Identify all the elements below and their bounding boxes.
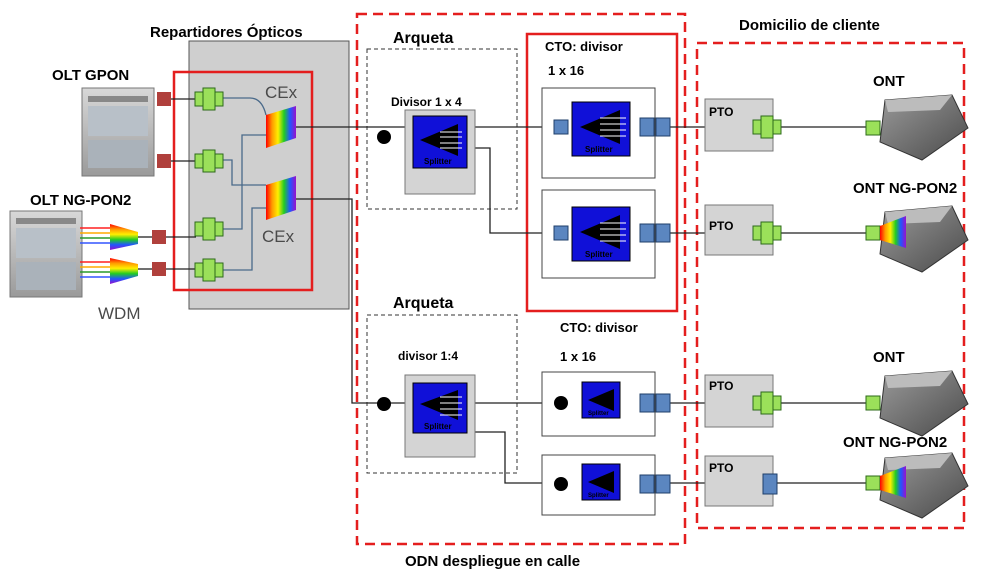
ont-4-label: ONT NG-PON2 bbox=[843, 434, 947, 451]
pto-2: PTO bbox=[704, 204, 782, 256]
ont-4-port bbox=[865, 475, 881, 491]
cto-bottom-splice-1 bbox=[554, 396, 568, 410]
cto-bottom-splice-2 bbox=[554, 477, 568, 491]
splitter-text: Splitter bbox=[585, 145, 613, 154]
wdm-prism-1 bbox=[110, 224, 138, 250]
cex-bottom-label: CEx bbox=[262, 227, 295, 246]
splice-top bbox=[377, 130, 391, 144]
cto-bottom-title: CTO: divisor bbox=[560, 320, 638, 335]
ont-1-port bbox=[865, 120, 881, 136]
ont-3-device bbox=[879, 370, 969, 437]
arqueta-top-title: Arqueta bbox=[393, 30, 454, 47]
splitter-text: Splitter bbox=[424, 157, 452, 166]
pto-4: PTO bbox=[704, 455, 778, 507]
pto-label: PTO bbox=[709, 105, 733, 119]
splitter-text: Splitter bbox=[588, 493, 609, 499]
arqueta-top-box bbox=[366, 48, 518, 210]
splitter-text: Splitter bbox=[588, 411, 609, 417]
olt-ngpon2-label: OLT NG-PON2 bbox=[30, 192, 131, 209]
ont-3-port bbox=[865, 395, 881, 411]
ont-1-label: ONT bbox=[873, 73, 905, 90]
cto-bottom-splitter-1: Splitter bbox=[581, 381, 621, 419]
cto-top-title: CTO: divisor bbox=[545, 39, 623, 54]
divisor-bottom-splitter: Splitter bbox=[412, 382, 468, 434]
pto-3: PTO bbox=[704, 374, 782, 428]
splitter-text: Splitter bbox=[585, 250, 613, 259]
ont-4-wdm-prism bbox=[880, 466, 906, 498]
ngpon2-port-2 bbox=[152, 262, 166, 276]
wdm-prism-2 bbox=[110, 258, 138, 284]
splitter-text: Splitter bbox=[424, 422, 452, 431]
cto-bottom-ratio: 1 x 16 bbox=[560, 349, 596, 364]
domicilio-region bbox=[695, 41, 966, 530]
gpon-port-1 bbox=[157, 92, 171, 106]
cto-bottom-blue-connectors bbox=[639, 393, 671, 494]
adapter-3 bbox=[194, 217, 224, 241]
cto-bottom-splitter-2: Splitter bbox=[581, 463, 621, 501]
pto-label: PTO bbox=[709, 461, 733, 475]
wdm-colored-fibers bbox=[80, 227, 110, 278]
gpon-port-2 bbox=[157, 154, 171, 168]
cto-top-frame bbox=[525, 32, 679, 313]
cto-top-ratio: 1 x 16 bbox=[548, 63, 584, 78]
cex-bottom-prism bbox=[266, 176, 296, 220]
repartidores-title: Repartidores Ópticos bbox=[150, 23, 303, 41]
rack-fibers bbox=[216, 97, 267, 271]
divisor-top-label: Divisor 1 x 4 bbox=[391, 95, 462, 109]
cex-top-label: CEx bbox=[265, 83, 298, 102]
adapter-2 bbox=[194, 149, 224, 173]
ont-2-port bbox=[865, 225, 881, 241]
olt-gpon-label: OLT GPON bbox=[52, 67, 129, 84]
ont-3-label: ONT bbox=[873, 349, 905, 366]
splice-bottom bbox=[377, 397, 391, 411]
cto-top-blue-connectors bbox=[553, 117, 671, 243]
rack-connectors bbox=[194, 87, 224, 282]
wdm-label: WDM bbox=[98, 304, 140, 323]
cex-top-prism bbox=[266, 106, 296, 148]
olt-ngpon2-device bbox=[9, 210, 83, 298]
divisor-top-splitter: Splitter bbox=[412, 115, 468, 169]
pto-label: PTO bbox=[709, 219, 733, 233]
divisor-bottom-label: divisor 1:4 bbox=[398, 349, 458, 363]
ont-2-label: ONT NG-PON2 bbox=[853, 180, 957, 197]
odn-region bbox=[355, 12, 687, 546]
pto-label: PTO bbox=[709, 379, 733, 393]
ont-2-wdm-prism bbox=[880, 216, 906, 248]
ngpon2-port-1 bbox=[152, 230, 166, 244]
adapter-1 bbox=[194, 87, 224, 111]
repartidores-red-frame bbox=[172, 70, 314, 292]
ont-1-device bbox=[879, 94, 969, 161]
adapter-4 bbox=[194, 258, 224, 282]
cto-top-splitter-1: Splitter bbox=[571, 101, 631, 157]
cto-top-splitter-2: Splitter bbox=[571, 206, 631, 262]
pto-1: PTO bbox=[704, 98, 782, 152]
arqueta-bottom-title: Arqueta bbox=[393, 295, 454, 312]
domicilio-title: Domicilio de cliente bbox=[739, 17, 880, 34]
odn-title: ODN despliegue en calle bbox=[405, 553, 580, 570]
olt-gpon-device bbox=[81, 87, 155, 177]
